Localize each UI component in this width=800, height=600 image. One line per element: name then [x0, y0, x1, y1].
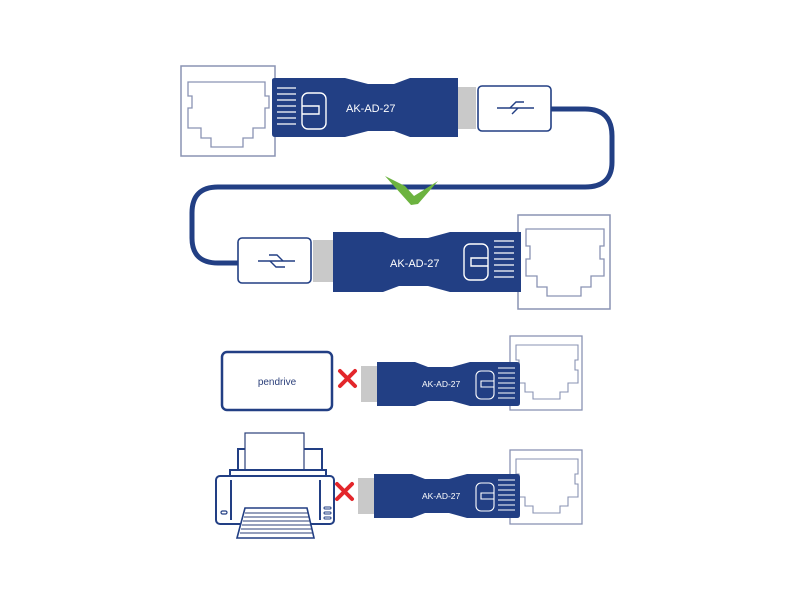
rj45-port-icon: [509, 335, 583, 411]
rj45-port-icon: [509, 449, 583, 525]
pendrive-label: pendrive: [258, 377, 297, 388]
adapter-body: AK-AD-27: [374, 474, 520, 518]
usb-trident-icon: [258, 254, 295, 268]
scene-printer: AK-AD-27: [215, 432, 583, 539]
adapter-body: AK-AD-27: [272, 78, 476, 137]
adapter-body: AK-AD-27: [377, 362, 520, 406]
adapter-label: AK-AD-27: [346, 103, 396, 115]
printer-icon: [215, 432, 335, 539]
adapter-body: AK-AD-27: [333, 232, 519, 292]
scene-middle: AK-AD-27: [237, 214, 611, 310]
usb-plug: [237, 237, 312, 284]
cross-icon: [335, 482, 354, 501]
rj45-port-icon: [517, 214, 611, 310]
adapter-label: AK-AD-27: [422, 491, 461, 501]
cross-icon: [338, 369, 357, 388]
scene-top: AK-AD-27: [180, 65, 552, 157]
adapter-label: AK-AD-27: [390, 258, 440, 270]
pendrive-icon: pendrive: [220, 350, 334, 412]
usb-trident-icon: [497, 101, 534, 115]
scene-pendrive: pendrive AK-AD-27: [220, 335, 583, 412]
check-icon: [385, 176, 438, 205]
usb-plug: [477, 85, 552, 132]
rj45-port-icon: [180, 65, 276, 157]
adapter-label: AK-AD-27: [422, 379, 461, 389]
